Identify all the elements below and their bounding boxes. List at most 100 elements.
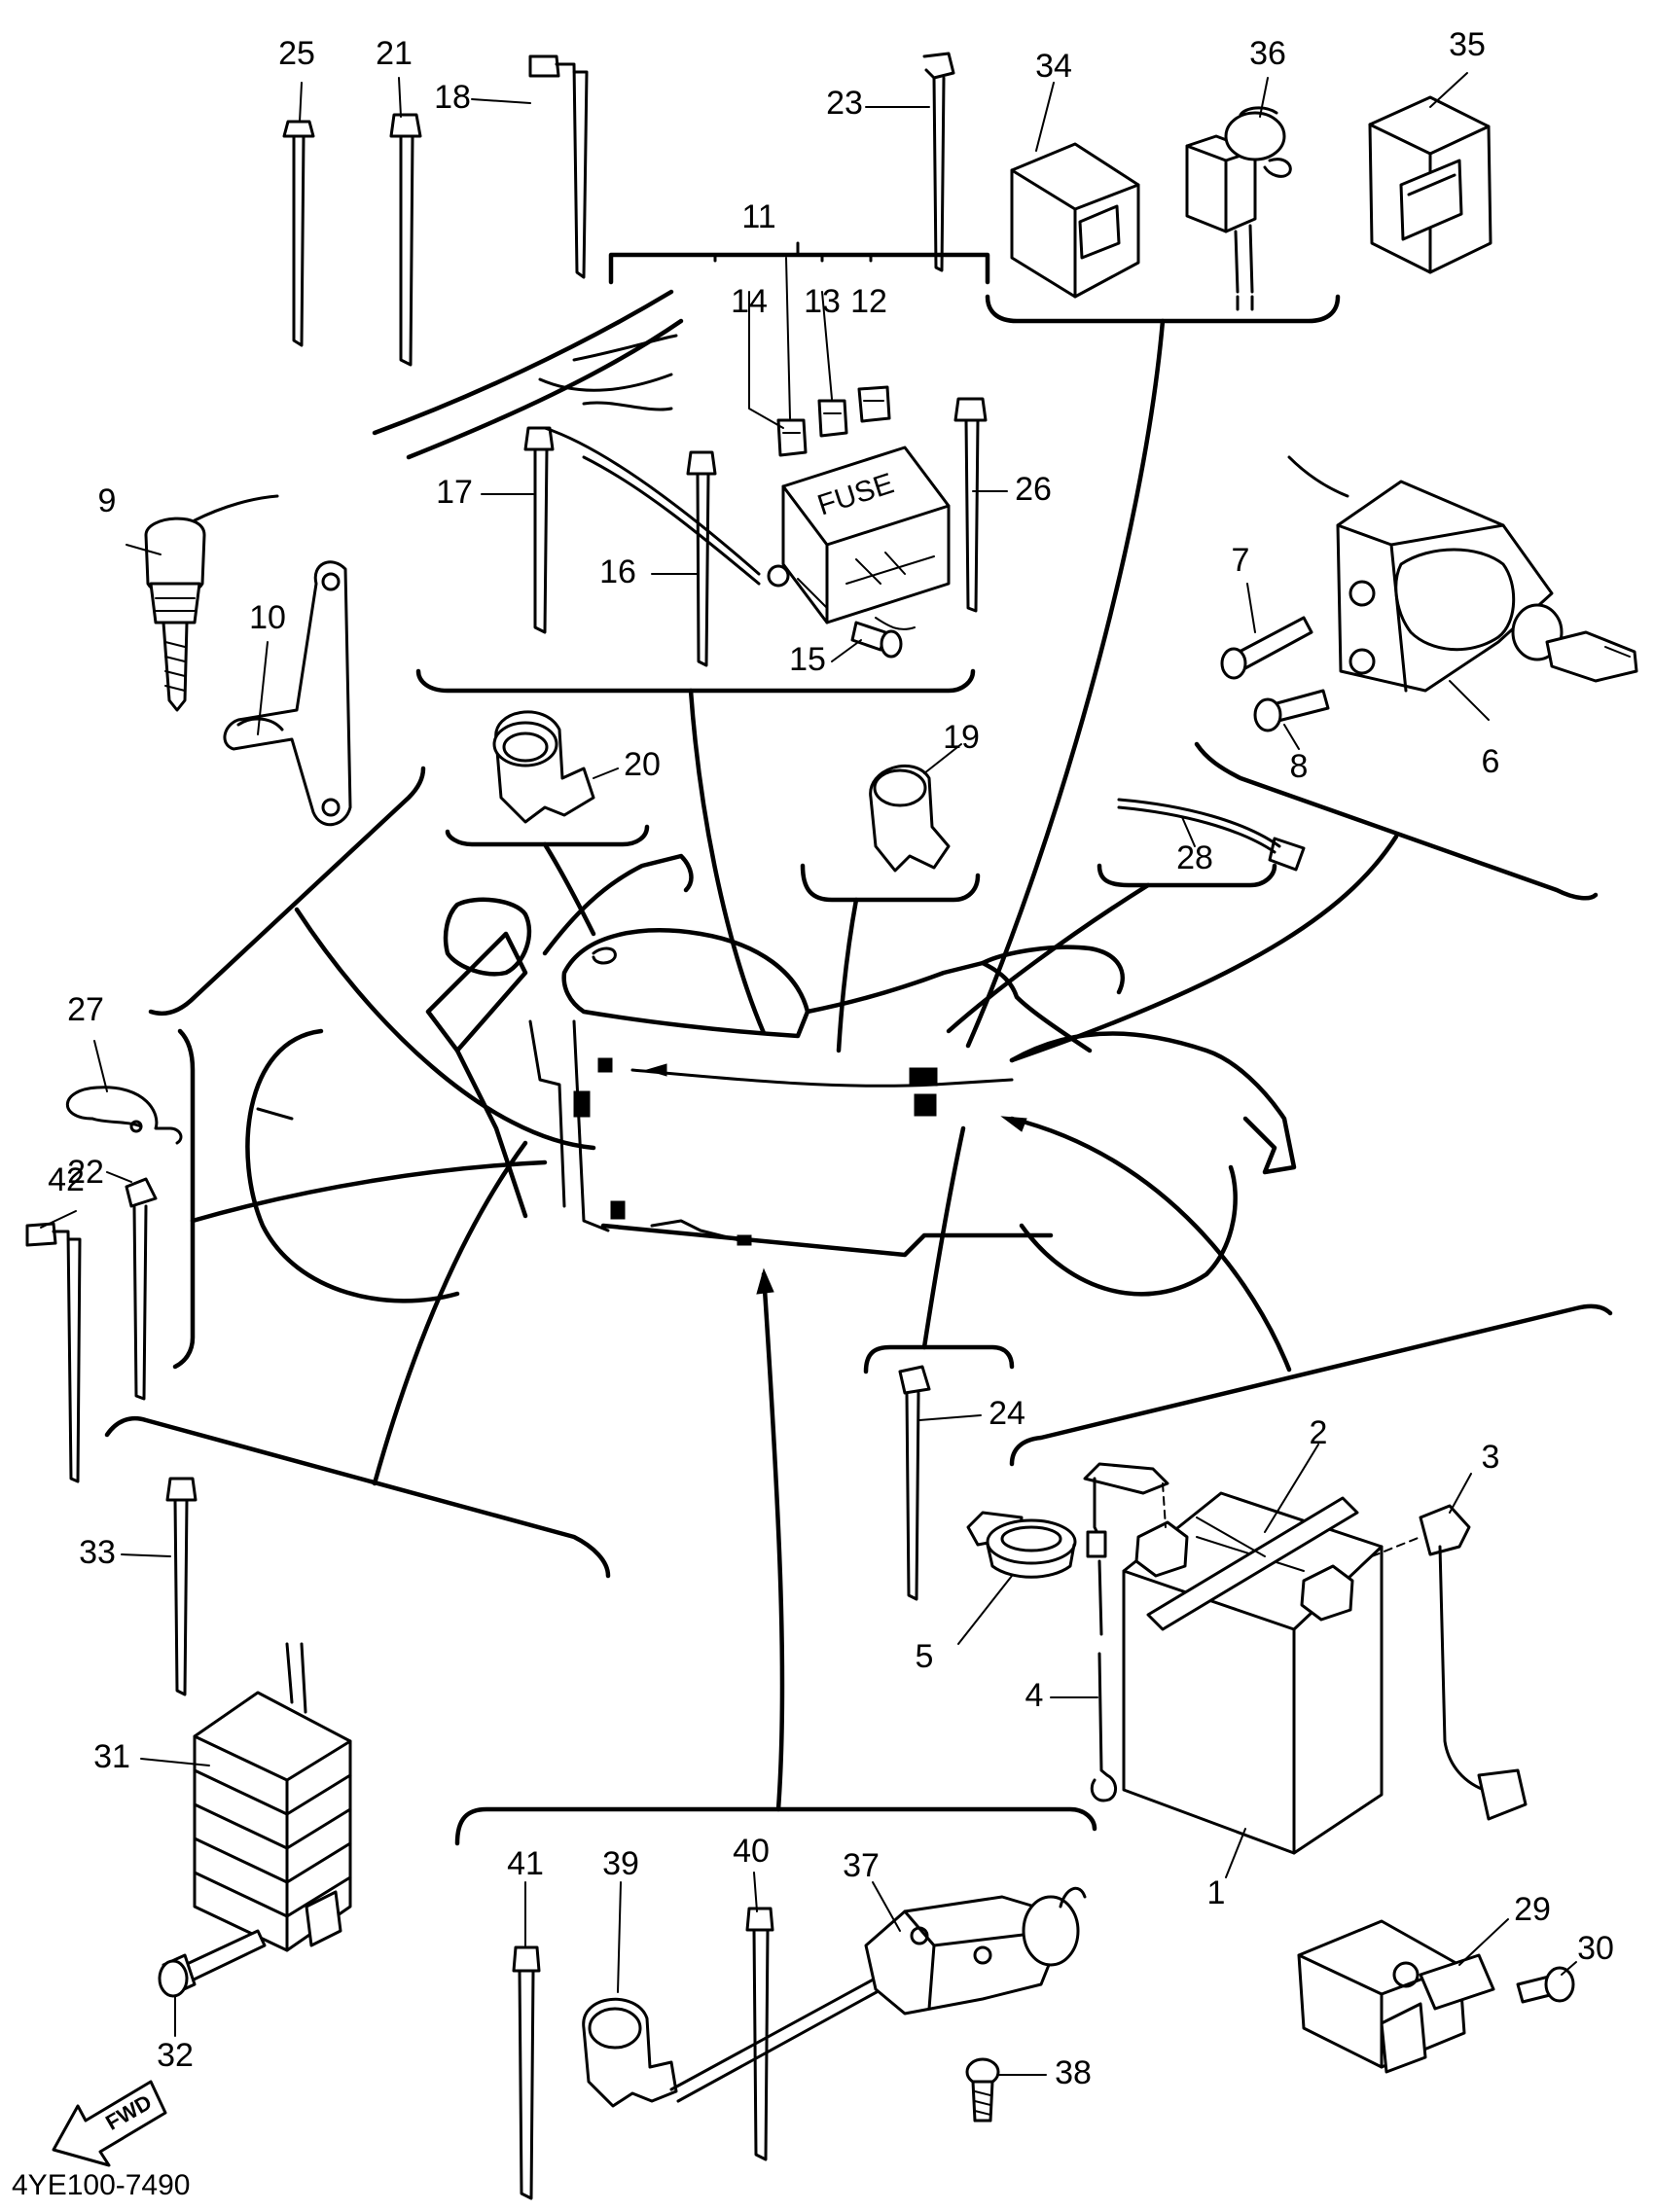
bracket-sensor-9 xyxy=(148,766,426,1017)
callout-1: 1 xyxy=(1207,1874,1226,1911)
callout-20: 20 xyxy=(624,746,661,783)
callout-labels: 1234567891011121314151617181920212223242… xyxy=(48,26,1614,2091)
cable-tie-42 xyxy=(25,1222,82,1483)
callout-16: 16 xyxy=(599,553,636,590)
cable-tie-23 xyxy=(922,52,955,272)
harness-connector xyxy=(909,1067,938,1087)
callout-2: 2 xyxy=(1310,1414,1328,1451)
front-wheel xyxy=(245,1028,460,1303)
relay-35 xyxy=(1368,95,1492,274)
drawing-code: 4YE100-7490 xyxy=(12,2169,191,2201)
callout-19: 19 xyxy=(943,719,980,756)
fuse-box-assembly: FUSE xyxy=(372,241,990,659)
cable-tie-22 xyxy=(125,1177,158,1401)
sensor-group xyxy=(144,494,352,827)
band-28 xyxy=(1117,798,1306,872)
battery-group xyxy=(1083,1462,1528,1855)
rectifier-31 xyxy=(193,1642,352,1952)
handlebar xyxy=(542,853,694,956)
callout-37: 37 xyxy=(843,1847,880,1884)
callout-7: 7 xyxy=(1232,542,1250,579)
rear-wheel xyxy=(1019,1164,1238,1297)
seat xyxy=(805,960,1093,1053)
harness-main xyxy=(630,1068,1014,1088)
callout-42: 42 xyxy=(48,1161,85,1198)
bracket-left-ties xyxy=(172,1028,196,1370)
switch-37 xyxy=(669,1886,1087,2103)
callout-33: 33 xyxy=(79,1534,116,1571)
callout-11: 11 xyxy=(741,198,775,235)
main-switch-group xyxy=(1220,455,1638,732)
main-switch-6 xyxy=(1287,455,1638,693)
callout-41: 41 xyxy=(507,1845,544,1882)
callout-8: 8 xyxy=(1290,748,1309,785)
bracket-relay-group xyxy=(985,294,1341,324)
battery-strap-2 xyxy=(1146,1496,1359,1631)
cable-tie-26 xyxy=(953,397,988,613)
callout-14: 14 xyxy=(731,283,768,320)
headlight xyxy=(443,897,532,977)
relay-34 xyxy=(1010,142,1140,299)
fork-upper xyxy=(425,931,528,1053)
cable-tie-25 xyxy=(282,120,315,347)
frame-down-tube xyxy=(572,1019,610,1232)
cable-tie-41 xyxy=(512,1945,541,2200)
fuse-box-screw-15 xyxy=(850,621,903,659)
callout-22: 22 xyxy=(67,1154,104,1191)
callout-6: 6 xyxy=(1482,743,1500,780)
fuel-tank xyxy=(561,928,810,1039)
bolt-30 xyxy=(1516,1966,1575,2004)
callout-31: 31 xyxy=(93,1738,130,1775)
callout-29: 29 xyxy=(1514,1891,1551,1928)
group-bracket-11 xyxy=(608,252,990,285)
wire-loop-27 xyxy=(65,1086,183,1145)
bracket-clamp-19 xyxy=(800,863,981,903)
clamp-5 xyxy=(966,1511,1077,1579)
screw-7 xyxy=(1220,616,1313,680)
harness-connector xyxy=(914,1093,937,1117)
callout-26: 26 xyxy=(1015,471,1052,508)
callout-21: 21 xyxy=(376,35,413,72)
relay-36 xyxy=(1185,106,1292,311)
cable-tie-17 xyxy=(523,426,555,634)
fork-lower xyxy=(454,1048,528,1219)
motorcycle-silhouette xyxy=(245,853,1297,1303)
harness-connector xyxy=(610,1200,626,1220)
group-leader-lines xyxy=(190,318,1399,1812)
bracket-battery xyxy=(1009,1303,1613,1467)
callout-10: 10 xyxy=(249,599,286,636)
callout-5: 5 xyxy=(916,1638,934,1675)
front-wheel-hub xyxy=(256,1107,294,1121)
harness-lower xyxy=(650,1219,741,1242)
callout-40: 40 xyxy=(733,1833,770,1870)
battery-1 xyxy=(1122,1491,1384,1855)
callout-25: 25 xyxy=(278,35,315,72)
callout-12: 12 xyxy=(850,283,887,320)
callout-leaders xyxy=(40,72,1577,2076)
bracket-band-28 xyxy=(1097,863,1277,888)
callout-28: 28 xyxy=(1176,839,1213,876)
tank-cap xyxy=(592,946,617,965)
bracket-fusebox-group xyxy=(415,668,976,694)
cable-tie-21 xyxy=(389,113,422,367)
clamp-20 xyxy=(492,710,595,824)
clamp-19 xyxy=(869,764,951,873)
engine-front xyxy=(528,1019,566,1208)
bolt-32 xyxy=(158,1929,267,1998)
callout-17: 17 xyxy=(436,474,473,511)
callout-35: 35 xyxy=(1449,26,1486,63)
bracket-tie-24 xyxy=(863,1344,1015,1374)
relay-29 xyxy=(1297,1919,1495,2074)
callout-18: 18 xyxy=(434,79,471,116)
bracket-10 xyxy=(223,560,352,827)
battery-cable-4 xyxy=(1083,1462,1169,1802)
fuse-box-housing: FUSE xyxy=(767,446,951,635)
harness-connector xyxy=(597,1057,613,1073)
mini-fuse-12 xyxy=(857,385,891,423)
callout-32: 32 xyxy=(157,2037,194,2074)
sidestand-switch-group xyxy=(669,1886,1087,2123)
rear-fender xyxy=(1009,1031,1297,1175)
callout-34: 34 xyxy=(1035,48,1072,85)
battery-cable-3 xyxy=(1371,1504,1528,1821)
